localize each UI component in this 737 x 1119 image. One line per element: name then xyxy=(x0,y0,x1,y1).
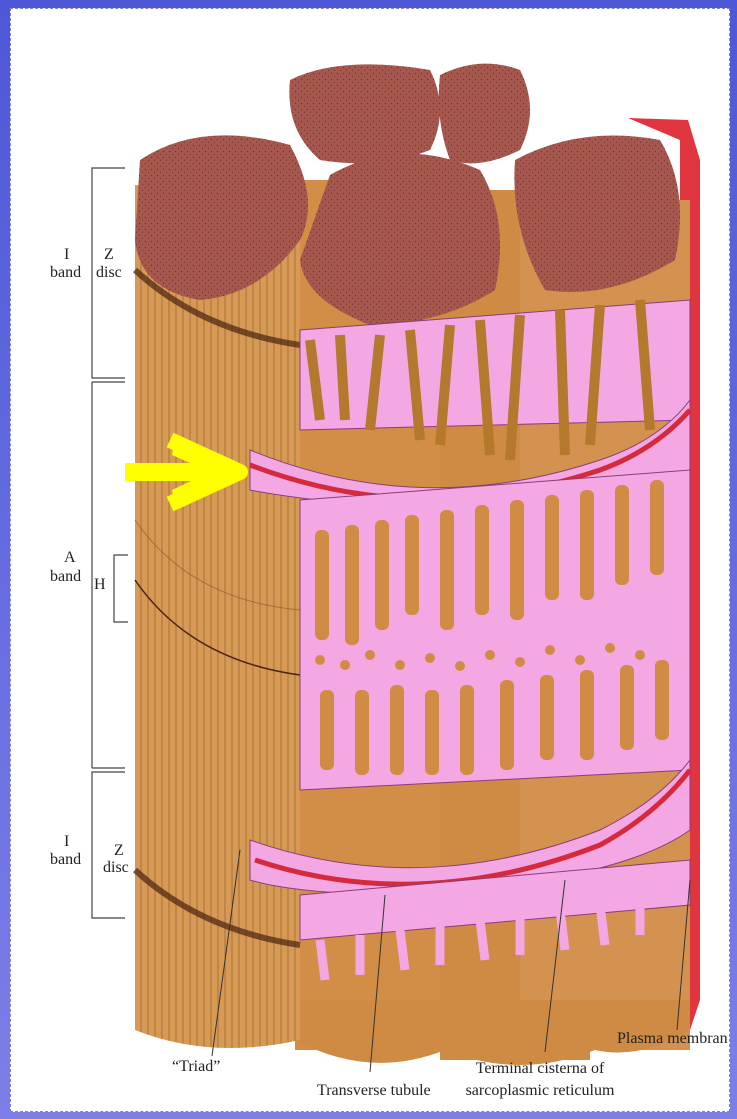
i-band-bottom-letter: I xyxy=(64,833,69,851)
terminal-cisterna-label-line1: Terminal cisterna of xyxy=(455,1060,625,1078)
i-band-bottom-word: band xyxy=(50,851,81,869)
terminal-cisterna-label-line2: sarcoplasmic reticulum xyxy=(453,1082,627,1100)
plasma-membrane-label: Plasma membran xyxy=(617,1030,728,1048)
myofibril-cross-sections xyxy=(135,64,680,325)
sarcoplasmic-reticulum-middle xyxy=(300,470,690,790)
a-band-word: band xyxy=(50,568,81,586)
z-disc-bottom-word: disc xyxy=(103,859,129,877)
i-band-top-word: band xyxy=(50,264,81,282)
h-zone-label: H xyxy=(94,576,106,594)
z-disc-top-letter: Z xyxy=(104,246,114,264)
striated-myofibril xyxy=(135,185,300,1048)
i-band-top-letter: I xyxy=(64,246,69,264)
triad-label: “Triad” xyxy=(172,1058,220,1076)
z-disc-bottom-letter: Z xyxy=(114,842,124,860)
transverse-tubule-label: Transverse tubule xyxy=(317,1082,431,1100)
a-band-letter: A xyxy=(64,549,76,567)
z-disc-top-word: disc xyxy=(96,264,122,282)
